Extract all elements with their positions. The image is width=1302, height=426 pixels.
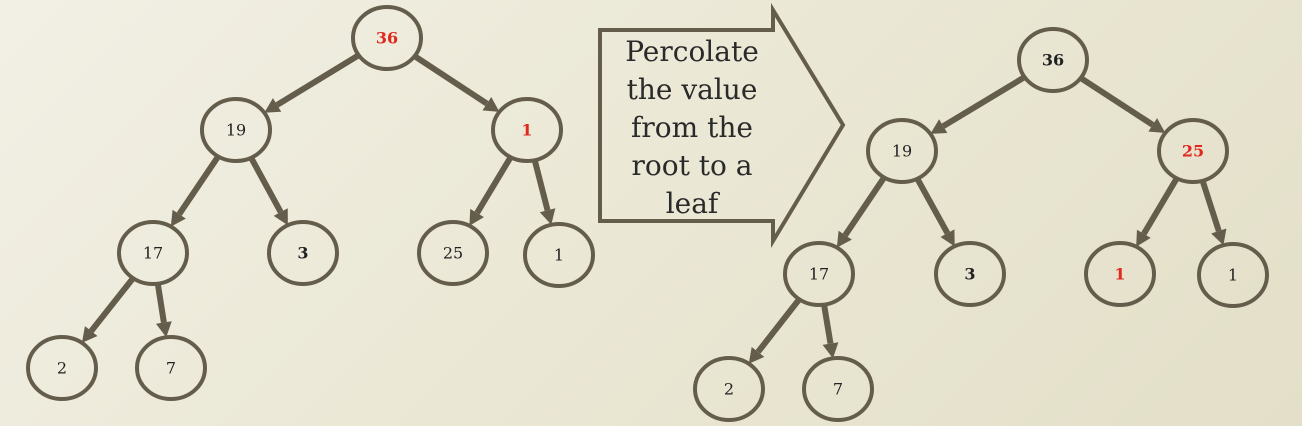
edge-arrowhead	[273, 208, 288, 226]
tree-edge	[941, 74, 1027, 129]
node-label: 3	[964, 265, 975, 284]
tree-node: 19	[866, 118, 938, 184]
tree-edge	[474, 155, 514, 215]
edge-arrowhead	[81, 326, 98, 343]
node-circle	[783, 241, 855, 307]
tree-node: 2	[26, 335, 98, 401]
node-label: 1	[521, 121, 532, 140]
tree-edge	[755, 297, 802, 354]
tree-edge	[1079, 75, 1155, 128]
tree-edge	[248, 156, 284, 214]
tree-edge	[154, 283, 167, 323]
node-circle	[1197, 242, 1269, 308]
edge-arrowhead	[836, 230, 852, 248]
edge-arrowhead	[940, 229, 955, 247]
node-label: 36	[376, 29, 398, 48]
edge-arrowhead	[539, 208, 556, 225]
tree-node: 36	[351, 5, 423, 71]
node-circle	[693, 356, 765, 422]
node-circle	[351, 5, 423, 71]
node-label: 25	[443, 244, 463, 263]
node-label: 3	[297, 244, 308, 263]
edge-arrowhead	[822, 342, 839, 359]
node-circle	[491, 97, 563, 163]
node-circle	[200, 97, 272, 163]
node-circle	[1157, 118, 1229, 184]
edge-arrowhead	[930, 119, 948, 134]
node-label: 2	[724, 380, 734, 399]
tree-edge	[1199, 179, 1222, 232]
node-label: 36	[1042, 51, 1064, 70]
node-label: 7	[166, 359, 176, 378]
node-circle	[802, 356, 874, 422]
tree-node: 1	[1084, 241, 1156, 307]
tree-node: 17	[783, 241, 855, 307]
tree-node: 3	[267, 220, 339, 286]
node-circle	[417, 220, 489, 286]
node-circle	[135, 335, 207, 401]
callout-line: root to a	[631, 149, 753, 182]
tree-edge	[531, 159, 551, 212]
node-label: 1	[1228, 266, 1238, 285]
node-label: 17	[143, 244, 163, 263]
tree-node: 2	[693, 356, 765, 422]
node-label: 2	[57, 359, 67, 378]
edge-arrowhead	[469, 208, 484, 226]
edge-arrowhead	[155, 321, 172, 338]
callout-line: the value	[626, 73, 758, 106]
edge-arrowhead	[170, 209, 186, 227]
tree-after: 36 19 25 17 3 1 1 2 7	[693, 27, 1269, 422]
tree-node: 25	[1157, 118, 1229, 184]
tree-edge	[842, 175, 887, 237]
tree-node: 1	[523, 222, 595, 288]
callout-arrow	[598, 2, 846, 249]
tree-node: 25	[417, 220, 489, 286]
tree-node: 7	[802, 356, 874, 422]
node-label: 19	[226, 121, 246, 140]
node-circle	[1084, 241, 1156, 307]
node-label: 7	[833, 380, 843, 399]
edge-arrowhead	[264, 98, 282, 113]
callout-text: Percolate the value from the root to a l…	[604, 33, 780, 223]
tree-edge	[275, 52, 361, 108]
edge-arrowhead	[748, 347, 765, 364]
node-label: 1	[1114, 265, 1125, 284]
callout-line: from the	[631, 111, 753, 144]
node-label: 25	[1182, 142, 1204, 161]
node-circle	[1017, 27, 1089, 93]
tree-edge	[821, 304, 834, 345]
tree-node: 19	[200, 97, 272, 163]
tree-node: 7	[135, 335, 207, 401]
tree-edge	[88, 276, 136, 333]
tree-node: 36	[1017, 27, 1089, 93]
tree-edge	[412, 53, 489, 107]
tree-before: 36 19 1 17 3 25 1 2 7	[26, 5, 595, 401]
node-circle	[117, 220, 189, 286]
node-label: 1	[554, 246, 564, 265]
tree-node: 3	[934, 241, 1006, 307]
callout-line: Percolate	[625, 35, 759, 68]
node-label: 19	[892, 142, 912, 161]
edge-arrowhead	[482, 96, 500, 112]
node-circle	[934, 241, 1006, 307]
callout-line: leaf	[665, 187, 719, 220]
node-label: 17	[809, 265, 829, 284]
edge-arrowhead	[1148, 118, 1166, 134]
node-circle	[523, 222, 595, 288]
node-circle	[26, 335, 98, 401]
edge-arrowhead	[1136, 229, 1151, 247]
tree-node: 1	[491, 97, 563, 163]
tree-node: 17	[117, 220, 189, 286]
tree-edge	[1141, 176, 1180, 236]
node-circle	[267, 220, 339, 286]
tree-node: 1	[1197, 242, 1269, 308]
node-circle	[866, 118, 938, 184]
tree-edge	[914, 177, 951, 235]
tree-edge	[176, 154, 221, 216]
edge-arrowhead	[1211, 228, 1227, 246]
